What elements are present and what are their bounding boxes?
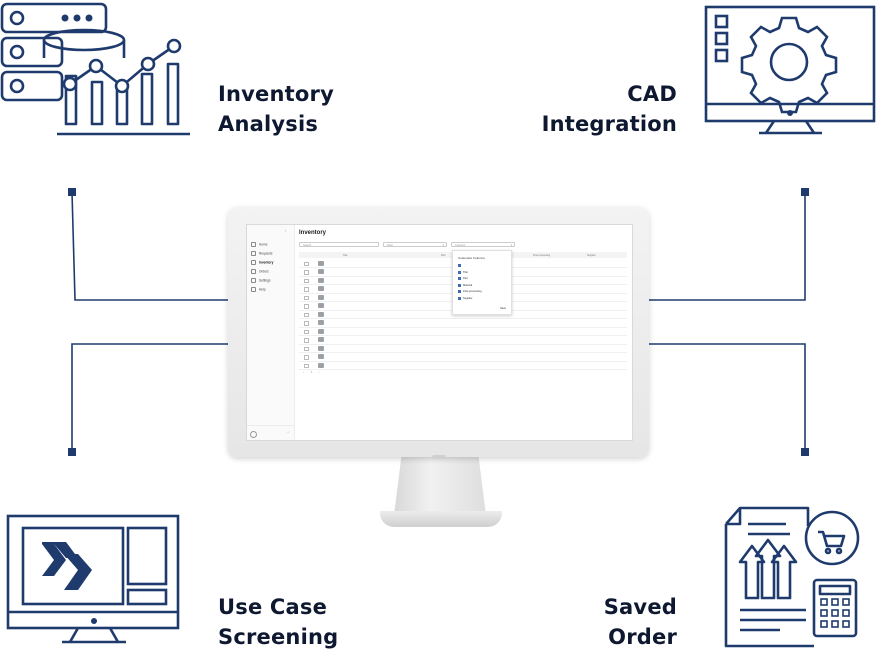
part-thumbnail: [318, 260, 324, 266]
row-checkbox[interactable]: [304, 312, 309, 317]
part-thumbnail: [318, 320, 324, 325]
column-toggle[interactable]: Supplier: [458, 296, 473, 300]
save-button[interactable]: Save: [500, 307, 506, 310]
search-input[interactable]: Search: [299, 242, 379, 247]
row-checkbox[interactable]: [304, 363, 309, 368]
cad-integration-label: CAD Integration: [541, 82, 677, 136]
sidebar-item[interactable]: Settings: [251, 278, 271, 283]
checkbox-checked-icon: [458, 283, 461, 287]
monitor-indicator: [432, 455, 446, 459]
columns-select[interactable]: Columns▾: [451, 242, 515, 247]
part-thumbnail: [318, 294, 324, 300]
avatar: [250, 431, 257, 438]
monitor-stand-base: [380, 511, 502, 527]
table-row[interactable]: [299, 336, 627, 345]
row-checkbox[interactable]: [304, 321, 309, 326]
user-profile[interactable]: ⌃: [247, 425, 294, 440]
column-toggle[interactable]: Post-processing: [458, 290, 482, 293]
column-toggle[interactable]: Material: [458, 283, 472, 287]
sidebar-item[interactable]: Orders: [251, 269, 269, 274]
column-header: Title: [343, 253, 348, 257]
sidebar-item-icon: [251, 251, 256, 256]
sidebar-item[interactable]: Help: [251, 287, 266, 292]
part-thumbnail: [318, 269, 324, 274]
table-row[interactable]: [299, 327, 627, 336]
part-thumbnail: [318, 345, 324, 351]
chevron-down-icon: ▾: [442, 244, 444, 247]
connector-dot-bottom-right: [801, 448, 809, 456]
document-cart-calculator-icon: [724, 506, 860, 648]
use-case-screening-label: Use Case Screening: [218, 595, 339, 649]
row-checkbox[interactable]: [304, 346, 309, 351]
checkbox-checked-icon: [458, 296, 461, 300]
column-header: Part: [441, 253, 446, 257]
sidebar-item[interactable]: Requests: [251, 251, 272, 256]
row-checkbox[interactable]: [304, 295, 309, 300]
checkbox-checked-icon: [458, 290, 461, 293]
column-toggle[interactable]: Part: [458, 277, 468, 280]
pagination[interactable]: ‹ 1 ›: [303, 370, 324, 374]
connector-dot-bottom-left: [68, 448, 76, 456]
filter-select[interactable]: Filter▾: [383, 242, 447, 247]
checkbox-checked-icon: [458, 264, 461, 267]
table-row[interactable]: [299, 353, 627, 362]
sidebar-item[interactable]: Home: [251, 242, 268, 247]
server-bar-chart-icon: [0, 2, 190, 136]
sidebar-collapse-icon[interactable]: ‹: [285, 228, 287, 233]
page-title: Inventory: [299, 230, 327, 236]
monitor-gear-icon: [704, 5, 876, 135]
row-checkbox[interactable]: [304, 261, 309, 266]
row-checkbox[interactable]: [304, 338, 309, 343]
row-checkbox[interactable]: [304, 355, 309, 360]
checkbox-checked-icon: [458, 277, 461, 280]
saved-order-label: Saved Order: [603, 595, 677, 649]
logo-mark: [42, 542, 92, 590]
checkbox-checked-icon: [458, 270, 461, 274]
row-checkbox[interactable]: [304, 270, 309, 275]
sidebar-item-icon: [251, 242, 256, 247]
part-thumbnail: [318, 354, 324, 359]
table-row[interactable]: [299, 344, 627, 353]
chevron-down-icon: ▾: [510, 244, 512, 247]
row-checkbox[interactable]: [304, 278, 309, 283]
row-checkbox[interactable]: [304, 304, 309, 309]
part-thumbnail: [318, 311, 324, 317]
part-thumbnail: [318, 362, 324, 368]
column-header: Supplier: [587, 253, 596, 257]
row-checkbox[interactable]: [304, 287, 309, 292]
table-row[interactable]: [299, 319, 627, 328]
connector-dot-top-right: [801, 188, 809, 196]
part-thumbnail: [318, 337, 324, 342]
sidebar-item[interactable]: Inventory: [251, 260, 273, 265]
column-toggle[interactable]: Title: [458, 270, 468, 274]
column-toggle[interactable]: [458, 264, 463, 267]
part-thumbnail: [318, 286, 324, 291]
sidebar-item-icon: [251, 260, 256, 265]
table-row[interactable]: [299, 310, 627, 319]
connector-dot-top-left: [68, 188, 76, 196]
inventory-analysis-label: Inventory Analysis: [218, 82, 334, 136]
part-thumbnail: [318, 328, 324, 334]
sidebar-item-icon: [251, 269, 256, 274]
sidebar-item-icon: [251, 278, 256, 283]
table-row[interactable]: [299, 361, 627, 370]
row-checkbox[interactable]: [304, 329, 309, 334]
part-thumbnail: [318, 277, 324, 283]
column-header: Post-processing: [533, 253, 551, 257]
sidebar-item-icon: [251, 287, 256, 292]
monitor-stand-neck: [394, 457, 486, 515]
part-thumbnail: [318, 303, 324, 308]
monitor-logo-icon: [6, 514, 180, 644]
chevron-up-icon: ⌃: [287, 431, 290, 435]
